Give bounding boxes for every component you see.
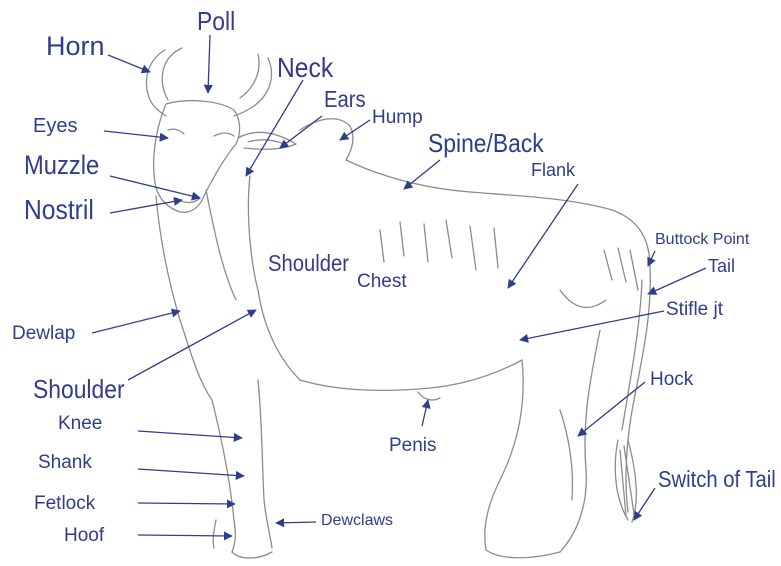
label-dewlap: Dewlap <box>12 324 75 343</box>
label-knee: Knee <box>58 414 102 433</box>
arrow-neck <box>246 80 303 176</box>
label-flank: Flank <box>531 161 575 179</box>
label-stifle: Stifle jt <box>666 300 723 319</box>
arrow-dewlap <box>92 311 180 333</box>
label-hock: Hock <box>650 370 693 389</box>
label-chest: Chest <box>357 272 407 291</box>
label-eyes: Eyes <box>33 116 77 136</box>
label-horn: Horn <box>46 33 105 60</box>
arrow-poll <box>208 35 210 93</box>
label-shank: Shank <box>38 453 92 472</box>
arrow-flank <box>508 184 578 288</box>
arrow-stifle <box>520 311 664 340</box>
label-neck: Neck <box>277 54 333 82</box>
arrow-hump <box>340 120 370 140</box>
arrow-nostril <box>110 200 182 213</box>
arrow-knee <box>138 431 242 438</box>
arrow-switch-of-tail <box>634 488 655 520</box>
arrow-tail <box>648 268 706 294</box>
arrow-fetlock <box>138 503 235 504</box>
label-fetlock: Fetlock <box>34 494 95 513</box>
arrow-shoulder-lower <box>128 310 256 380</box>
label-hump: Hump <box>372 108 423 127</box>
label-hoof: Hoof <box>64 526 104 545</box>
label-spine: Spine/Back <box>428 130 544 156</box>
arrow-dewclaws <box>276 522 316 523</box>
label-dewclaws: Dewclaws <box>321 513 393 529</box>
label-shoulder-upper: Shoulder <box>268 252 349 275</box>
arrow-penis <box>422 400 428 426</box>
arrow-ears <box>280 116 322 148</box>
arrow-eyes <box>104 131 168 138</box>
arrow-horn <box>108 55 150 72</box>
label-tail: Tail <box>708 257 735 275</box>
label-ears: Ears <box>324 88 366 111</box>
label-shoulder-lower: Shoulder <box>33 376 125 402</box>
arrow-hock <box>578 382 645 436</box>
label-buttock-point: Buttock Point <box>655 232 749 248</box>
label-poll: Poll <box>197 8 235 34</box>
label-penis: Penis <box>389 436 437 455</box>
label-muzzle: Muzzle <box>24 152 99 179</box>
label-switch-of-tail: Switch of Tail <box>658 468 776 491</box>
label-nostril: Nostril <box>24 196 94 224</box>
arrow-hoof <box>138 535 232 536</box>
